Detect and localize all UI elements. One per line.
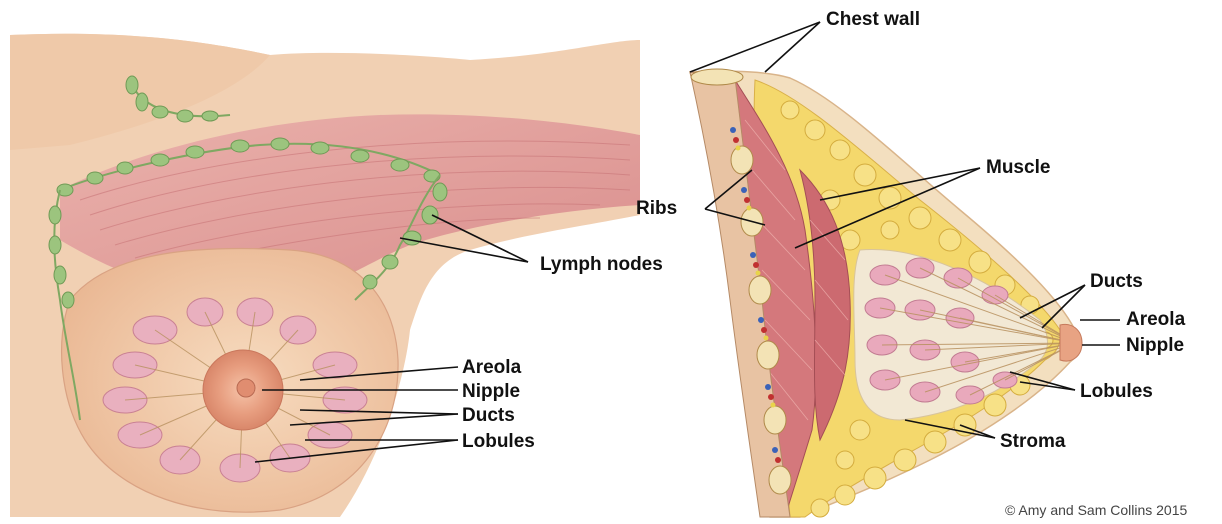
label-front-lobules: Lobules [462, 432, 535, 451]
label-front-areola: Areola [462, 358, 521, 377]
label-front-nipple: Nipple [462, 382, 520, 401]
label-ribs: Ribs [636, 199, 677, 218]
label-side-areola: Areola [1126, 310, 1185, 329]
front-view [10, 34, 640, 517]
front-nipple [237, 379, 255, 397]
label-side-nipple: Nipple [1126, 336, 1184, 355]
label-muscle: Muscle [986, 158, 1050, 177]
label-front-ducts: Ducts [462, 406, 515, 425]
label-chest-wall: Chest wall [826, 10, 920, 29]
label-lymph-nodes: Lymph nodes [540, 255, 663, 274]
label-stroma: Stroma [1000, 432, 1065, 451]
label-side-ducts: Ducts [1090, 272, 1143, 291]
copyright-credit: © Amy and Sam Collins 2015 [1005, 502, 1187, 518]
side-nipple [1060, 324, 1082, 361]
label-side-lobules: Lobules [1080, 382, 1153, 401]
